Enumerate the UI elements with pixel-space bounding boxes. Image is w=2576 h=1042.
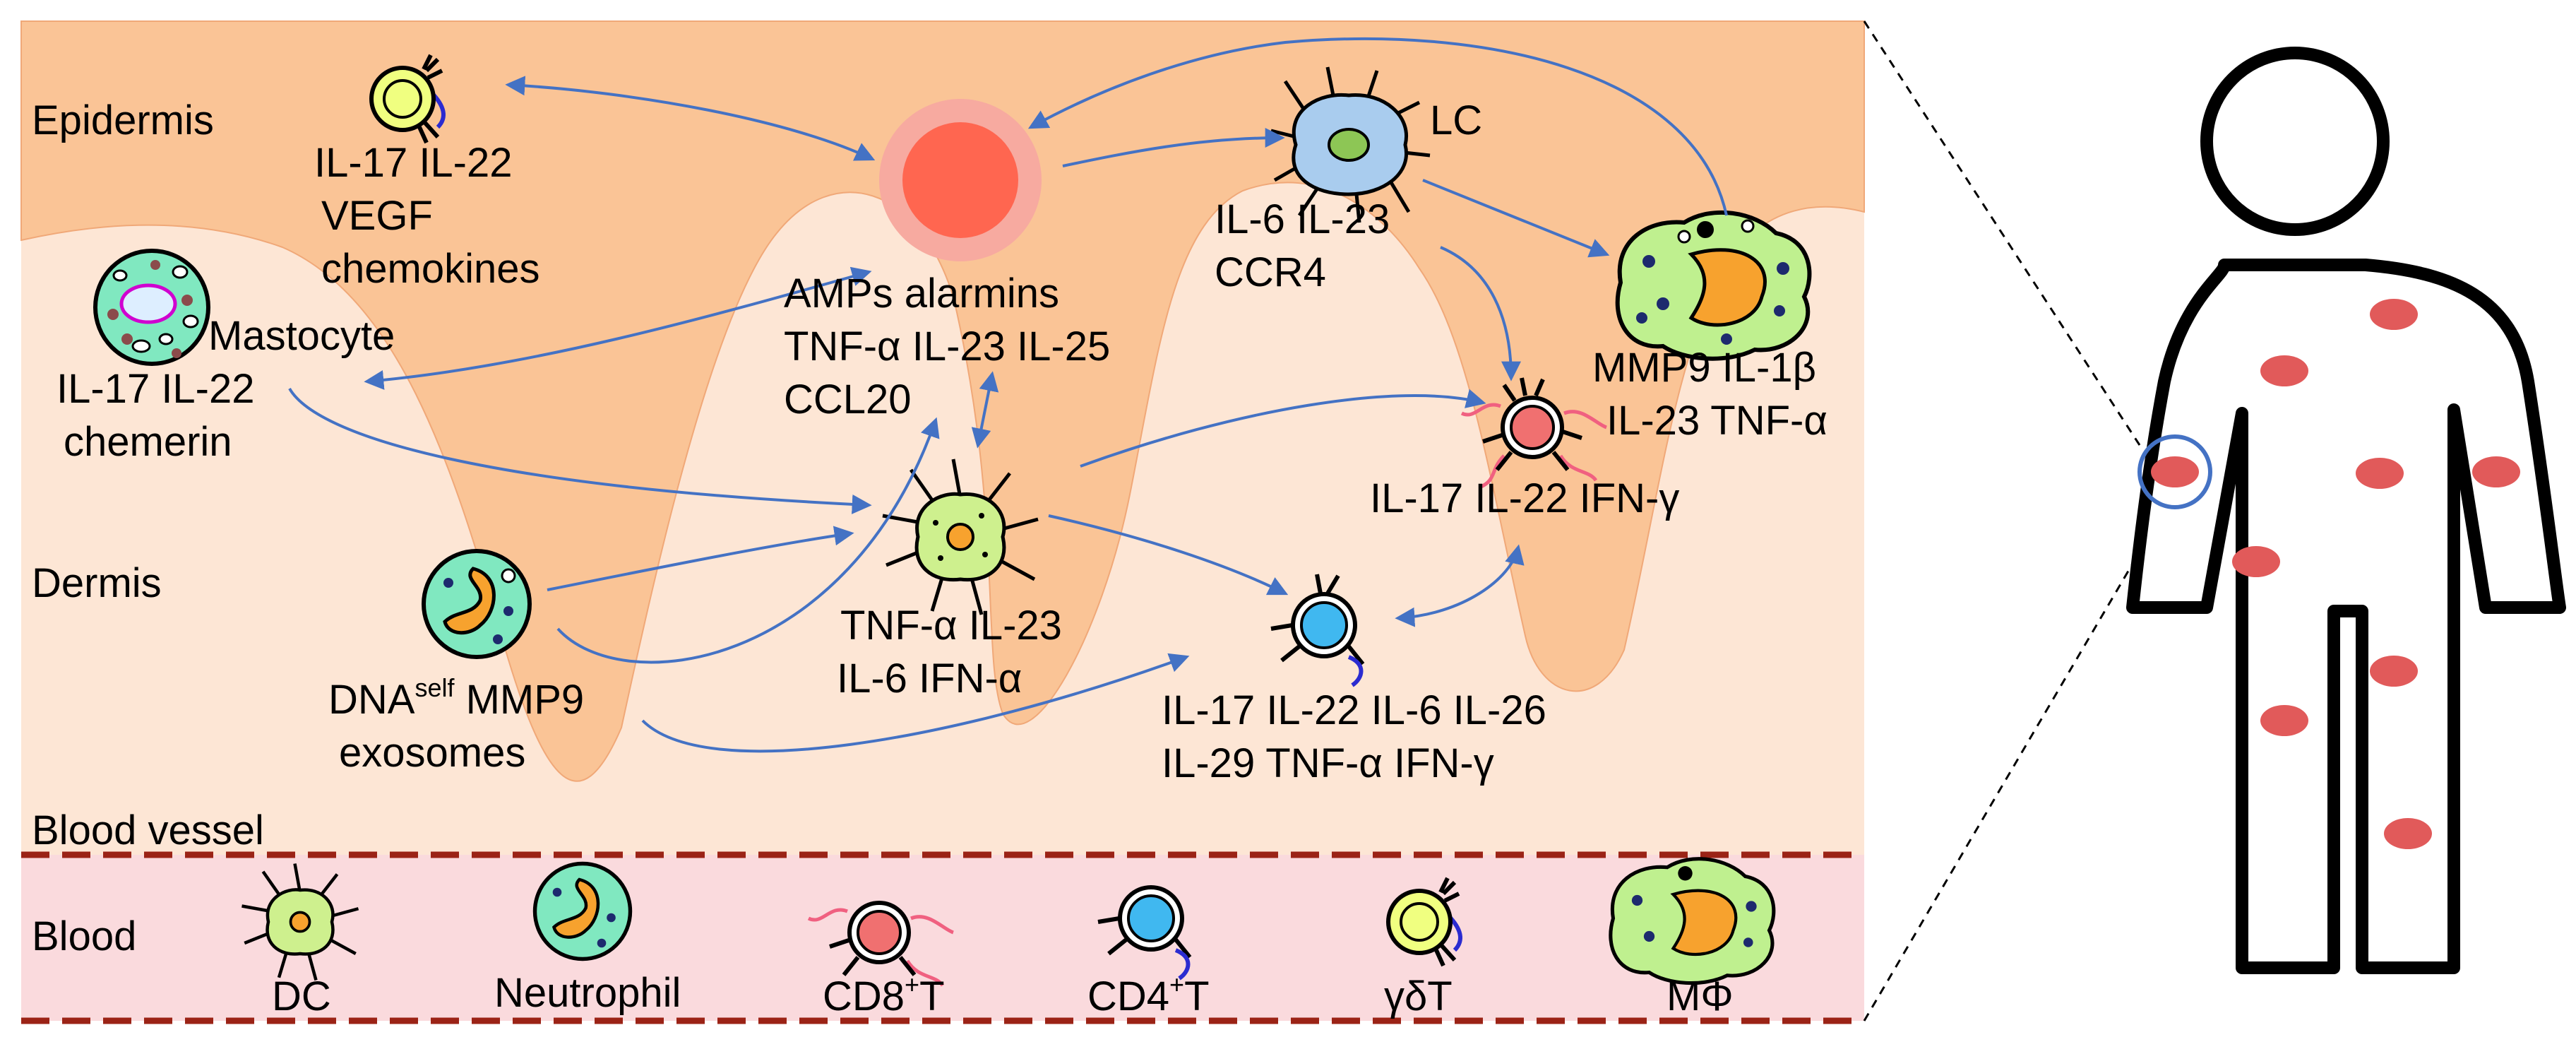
blood-cd8-t-cell-icon bbox=[807, 901, 954, 987]
mastocyte-icon bbox=[93, 249, 210, 366]
mac-cytokines-line2: IL-23 TNF-α bbox=[1606, 398, 1827, 444]
cd8-cytokines-line1: IL-17 IL-22 IFN-γ bbox=[1370, 475, 1679, 521]
blood-dc-icon bbox=[242, 863, 359, 981]
zoom-line-bottom bbox=[1863, 515, 2162, 1022]
blood-mphi-label: MΦ bbox=[1666, 973, 1734, 1019]
lc-label: LC bbox=[1430, 97, 1482, 143]
layer-label-dermis: Dermis bbox=[32, 560, 162, 606]
mastocyte-label: Mastocyte bbox=[208, 313, 395, 359]
gdt-cytokines-line2: VEGF bbox=[321, 193, 433, 239]
dendritic-cell-icon bbox=[882, 458, 1039, 615]
gamma-delta-t-cell-icon bbox=[369, 54, 446, 144]
layer-label-blood: Blood bbox=[32, 913, 136, 959]
dc-cytokines-line1: TNF-α IL-23 bbox=[840, 603, 1062, 649]
neu-cytokines-line1: DNAself MMP9 bbox=[328, 673, 584, 723]
amp-cytokines-line2: TNF-α IL-23 IL-25 bbox=[784, 324, 1110, 369]
langerhans-cell-icon bbox=[1270, 66, 1431, 223]
layer-label-blood-vessel: Blood vessel bbox=[32, 807, 264, 853]
human-body-icon bbox=[2126, 47, 2566, 974]
amp-cytokines-line1: AMPs alarmins bbox=[784, 271, 1059, 316]
mast-cytokines-line1: IL-17 IL-22 bbox=[56, 366, 255, 412]
blood-gamma-delta-t-cell-icon bbox=[1386, 877, 1462, 967]
blood-macrophage-icon bbox=[1609, 857, 1776, 985]
mac-cytokines-line1: MMP9 IL-1β bbox=[1592, 345, 1816, 391]
dc-cytokines-line2: IL-6 IFN-α bbox=[837, 656, 1022, 701]
cd4-cytokines-line1: IL-17 IL-22 IL-6 IL-26 bbox=[1162, 687, 1546, 733]
blood-cd8-label: CD8+T bbox=[823, 970, 945, 1019]
arrow-group bbox=[288, 37, 1728, 753]
lc-cytokines-line2: CCR4 bbox=[1215, 249, 1326, 295]
amp-cytokines-line3: CCL20 bbox=[784, 377, 912, 422]
blood-cd4-t-cell-icon bbox=[1097, 885, 1192, 981]
neu-cytokines-line2: exosomes bbox=[339, 730, 525, 776]
cd4-t-cell-icon bbox=[1270, 574, 1365, 687]
mast-cytokines-line2: chemerin bbox=[64, 419, 232, 465]
blood-neutrophil-icon bbox=[532, 861, 633, 961]
cd8-t-cell-icon bbox=[1460, 377, 1607, 490]
blood-gdt-label: γδT bbox=[1384, 973, 1453, 1019]
blood-cd4-label: CD4+T bbox=[1087, 970, 1210, 1019]
layer-label-epidermis: Epidermis bbox=[32, 97, 214, 143]
blood-neutrophil-label: Neutrophil bbox=[494, 970, 681, 1016]
lc-cytokines-line1: IL-6 IL-23 bbox=[1215, 196, 1390, 242]
zoom-line-top bbox=[1863, 20, 2141, 446]
neutrophil-icon bbox=[422, 549, 532, 659]
macrophage-icon bbox=[1615, 210, 1812, 361]
lesion-focus-circle bbox=[2137, 434, 2212, 509]
gdt-cytokines-line3: chemokines bbox=[321, 246, 539, 292]
blood-dc-label: DC bbox=[272, 973, 331, 1019]
gdt-cytokines-line1: IL-17 IL-22 bbox=[314, 140, 513, 186]
cd4-cytokines-line2: IL-29 TNF-α IFN-γ bbox=[1162, 740, 1494, 786]
amp-keratinocyte-icon bbox=[879, 99, 1042, 261]
